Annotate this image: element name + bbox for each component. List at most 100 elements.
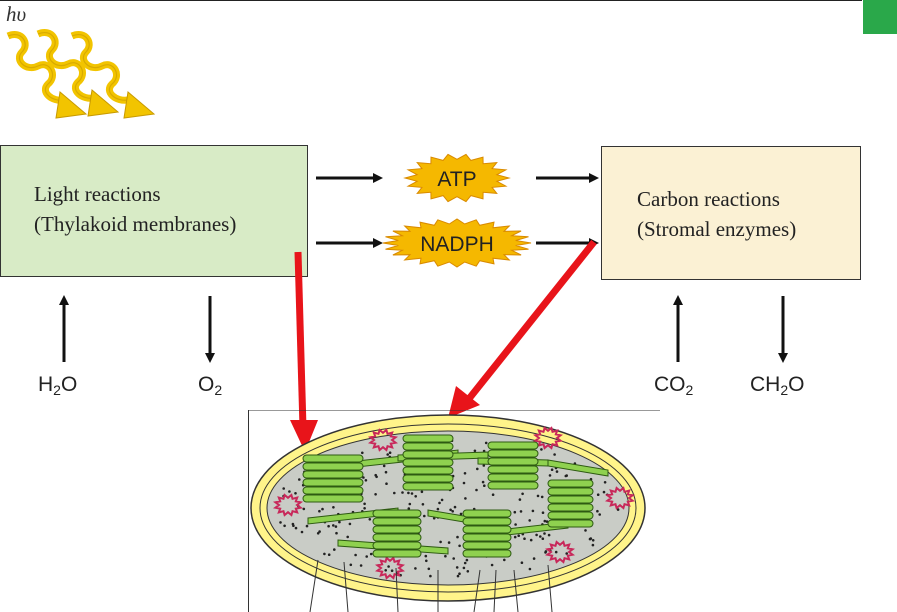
ribosome-dot (528, 519, 531, 522)
ribosome-dot (513, 510, 517, 514)
light-energy-symbol: hυ (6, 2, 27, 26)
ribosome-dot (300, 530, 304, 534)
thylakoid-disc (487, 481, 539, 490)
thylakoid-disc (487, 441, 539, 450)
ribosome-dot (543, 519, 547, 523)
ribosome-dot (503, 558, 506, 562)
ch2o-label: CH2O (750, 373, 805, 398)
thylakoid-disc (402, 434, 454, 443)
atp-label: ATP (437, 168, 476, 191)
ribosome-dot (543, 532, 546, 535)
leader-lines (309, 559, 553, 612)
ribosome-dot (438, 501, 441, 505)
ribosome-dot (482, 464, 486, 467)
thylakoid-disc (402, 466, 454, 475)
ribosome-dot (528, 567, 532, 571)
thylakoid-disc (487, 473, 539, 482)
ribosome-dot (346, 535, 349, 539)
ribosome-dot (368, 518, 372, 521)
thylakoid-disc (302, 454, 364, 463)
ribosome-dot (386, 453, 389, 456)
ribosome-dot (420, 490, 424, 494)
ribosome-dot (318, 509, 321, 513)
starch-granule (367, 428, 399, 452)
thylakoid-disc (302, 486, 364, 495)
ribosome-dot (423, 514, 426, 518)
ribosome-dot (520, 561, 524, 564)
ribosome-dot (483, 484, 486, 487)
ribosome-dot (453, 505, 457, 509)
ribosome-dot (298, 478, 301, 481)
ribosome-dot (382, 464, 386, 468)
thylakoid-disc (547, 495, 594, 504)
h2o-label: H2O (38, 373, 78, 398)
thylakoid-disc (462, 533, 512, 542)
red-arrow-carbon (465, 239, 597, 403)
ribosome-dot (517, 534, 520, 537)
ribosome-dot (451, 510, 454, 513)
ribosome-dot (598, 513, 601, 516)
thylakoid-disc (402, 482, 454, 491)
thylakoid-disc (462, 509, 512, 518)
ribosome-dot (414, 567, 417, 570)
ribosome-dot (602, 490, 606, 494)
top-border-line (0, 0, 862, 1)
ribosome-dot (349, 563, 353, 567)
ribosome-dot (447, 541, 451, 544)
thylakoid-disc (372, 541, 422, 550)
thylakoid-disc (302, 478, 364, 487)
ribosome-dot (565, 552, 568, 555)
ribosome-dot (294, 526, 298, 530)
thylakoid-disc (487, 465, 539, 474)
ribosome-dot (384, 569, 387, 572)
chloroplast-illustration (248, 410, 660, 612)
thylakoid-disc (402, 442, 454, 451)
ribosome-dot (550, 468, 554, 471)
ribosome-dot (591, 543, 595, 547)
thylakoid-disc (547, 479, 594, 488)
thylakoid-disc (302, 462, 364, 471)
ribosome-dot (335, 531, 338, 535)
ribosome-dot (589, 537, 593, 540)
ribosome-dot (385, 482, 388, 485)
ribosome-dot (456, 535, 459, 539)
ribosome-dot (458, 572, 461, 575)
ribosome-dot (291, 522, 295, 526)
ribosome-dot (596, 509, 599, 513)
ribosome-dot (327, 553, 331, 556)
ribosome-dot (539, 535, 542, 538)
ribosome-dot (407, 507, 411, 510)
thylakoid-disc (462, 549, 512, 558)
nadph-burst: NADPH (382, 218, 532, 268)
ribosome-dot (584, 529, 587, 532)
ribosome-dot (462, 481, 466, 485)
ribosome-dot (374, 493, 377, 496)
ribosome-dot (458, 544, 461, 548)
thylakoid-disc (372, 525, 422, 534)
ribosome-dot (424, 554, 428, 558)
thylakoid-disc (487, 457, 539, 466)
ribosome-dot (596, 493, 600, 496)
ribosome-dot (390, 569, 394, 572)
o2-label: O2 (198, 373, 223, 398)
grana-stacks (302, 434, 594, 558)
ribosome-dot (555, 470, 559, 473)
thylakoid-disc (402, 474, 454, 483)
ribosome-dot (514, 523, 517, 526)
ribosome-dot (334, 525, 338, 528)
ribosome-dot (484, 441, 488, 445)
starch-granule (272, 493, 304, 517)
ribosome-dot (473, 449, 477, 453)
thylakoid-disc (547, 519, 594, 528)
stroma-lamella (547, 459, 609, 477)
ribosome-dot (361, 451, 364, 455)
ribosome-dot (387, 565, 390, 568)
ribosome-dot (410, 492, 414, 495)
ribosome-dot (421, 503, 425, 506)
thylakoid-disc (372, 509, 422, 518)
nadph-label: NADPH (420, 233, 494, 256)
ribosome-dot (548, 474, 552, 477)
ribosome-dot (565, 474, 568, 477)
